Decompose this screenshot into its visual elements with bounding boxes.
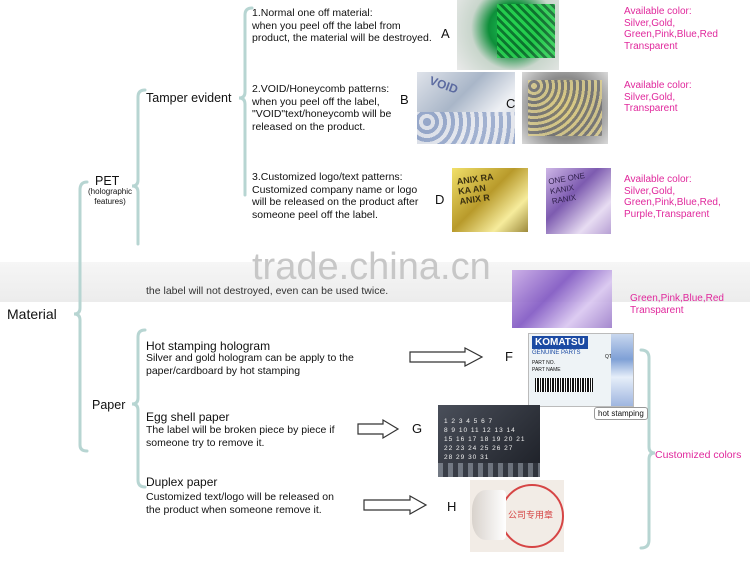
paper-item-1-text: Silver and gold hologram can be apply to…: [146, 352, 354, 377]
partial-text: the label will not destroyed, even can b…: [146, 285, 389, 297]
photo-c: [522, 72, 608, 144]
photo-b: VOID: [417, 72, 515, 144]
letter-f: F: [505, 349, 513, 364]
barcode: [535, 378, 593, 392]
item-3-text: 3.Customized logo/text patterns: Customi…: [252, 171, 419, 221]
calendar-text: 1 2 3 4 5 6 7 8 9 10 11 12 13 14 15 16 1…: [444, 418, 526, 461]
tamper-evident-label: Tamper evident: [146, 91, 232, 105]
paper-label: Paper: [92, 398, 126, 412]
letter-d: D: [435, 192, 445, 207]
photo-d2-text: ONE ONE KANIX RANIX: [547, 171, 586, 206]
photo-f-label: KOMATSU GENUINE PARTS PART NO. PART NAME…: [528, 333, 634, 407]
komatsu-logo: KOMATSU: [532, 336, 588, 349]
watermark: trade.china.cn: [252, 246, 491, 288]
root-label: Material: [7, 306, 57, 322]
genuine-parts: GENUINE PARTS: [532, 350, 581, 356]
item-1-colors: Available color: Silver,Gold, Green,Pink…: [624, 6, 718, 52]
paper-item-2-text: The label will be broken piece by piece …: [146, 424, 335, 449]
watermark-band: [0, 262, 750, 302]
hot-stamping-tag: hot stamping: [594, 407, 648, 420]
hologram-strip: [611, 334, 633, 406]
photo-g: 1 2 3 4 5 6 7 8 9 10 11 12 13 14 15 16 1…: [438, 405, 540, 477]
item-3-colors: Available color: Silver,Gold, Green,Pink…: [624, 174, 721, 220]
part-no: PART NO.: [532, 360, 556, 366]
paper-item-3-title: Duplex paper: [146, 475, 218, 489]
photo-partial: [512, 270, 612, 328]
paper-item-3-text: Customized text/logo will be released on…: [146, 491, 334, 516]
letter-c: C: [506, 96, 516, 111]
customized-colors: Customized colors: [655, 449, 742, 461]
photo-h: 公司专用章: [470, 480, 564, 552]
partial-colors: Green,Pink,Blue,Red Transparent: [630, 293, 724, 316]
pet-subtitle: (holographic features): [88, 187, 133, 206]
item-2-colors: Available color: Silver,Gold, Transparen…: [624, 80, 692, 114]
part-name: PART NAME: [532, 367, 561, 373]
qty: QTY: [605, 354, 615, 360]
item-2-text: 2.VOID/Honeycomb patterns: when you peel…: [252, 83, 392, 133]
paper-item-1-title: Hot stamping hologram: [146, 339, 271, 353]
pet-label: PET: [95, 174, 120, 188]
letter-a: A: [441, 26, 450, 41]
letter-h: H: [447, 499, 457, 514]
seal-text: 公司专用章: [508, 510, 554, 520]
letter-g: G: [412, 421, 423, 436]
paper-item-2-title: Egg shell paper: [146, 410, 230, 424]
seal-curl: [472, 490, 506, 540]
photo-d2: ONE ONE KANIX RANIX: [546, 168, 611, 234]
photo-d-text: ANIX RA KA AN ANIX R: [456, 171, 495, 207]
photo-a: [457, 0, 559, 70]
item-1-text: 1.Normal one off material: when you peel…: [252, 7, 432, 44]
photo-d: ANIX RA KA AN ANIX R: [452, 168, 528, 232]
letter-b: B: [400, 92, 409, 107]
void-text-b: VOID: [427, 73, 460, 97]
